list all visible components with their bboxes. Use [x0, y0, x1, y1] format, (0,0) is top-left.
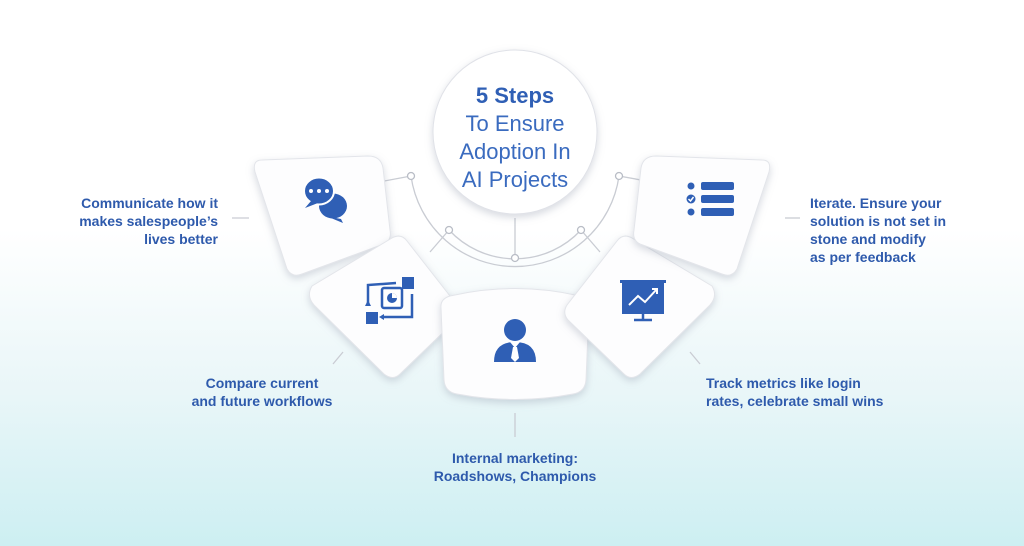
step-label-line: rates, celebrate small wins: [706, 393, 884, 409]
step-label-line: lives better: [144, 231, 218, 247]
step-label-line: Compare current: [205, 375, 319, 391]
step-label-iterate: Iterate. Ensure your solution is not set…: [810, 194, 1000, 266]
step-label-track-metrics: Track metrics like login rates, celebrat…: [706, 374, 906, 410]
center-line-1: To Ensure: [465, 111, 564, 136]
junction-dots: [406, 171, 624, 263]
step-label-line: Internal marketing:: [451, 450, 579, 466]
step-label-line: and future workflows: [191, 393, 333, 409]
workflow-icon: [365, 277, 414, 324]
step-label-line: Roadshows, Champions: [433, 468, 597, 484]
center-circle: [432, 49, 598, 215]
step-label-internal-marketing: Internal marketing: Roadshows, Champions: [415, 449, 615, 485]
center-line-3: AI Projects: [462, 167, 568, 192]
person-icon: [494, 319, 536, 362]
step-label-line: Communicate how it: [81, 195, 218, 211]
center-line-2: Adoption In: [459, 139, 570, 164]
step-label-line: solution is not set in: [810, 213, 947, 229]
step-label-communicate: Communicate how it makes salespeople’s l…: [40, 194, 218, 248]
step-card-iterate: [633, 155, 771, 276]
step-label-line: makes salespeople’s: [79, 213, 218, 229]
checklist-icon: [686, 182, 734, 216]
step-label-line: Iterate. Ensure your: [810, 195, 942, 211]
step-label-line: stone and modify: [810, 231, 926, 247]
chart-presentation-icon: [620, 280, 666, 322]
step-label-line: as per feedback: [810, 249, 916, 265]
connector-lines: [232, 175, 800, 437]
step-label-line: Track metrics like login: [706, 375, 861, 391]
chat-bubbles-icon: [303, 176, 347, 223]
step-label-compare: Compare current and future workflows: [172, 374, 352, 410]
center-heading: 5 Steps: [476, 83, 554, 108]
